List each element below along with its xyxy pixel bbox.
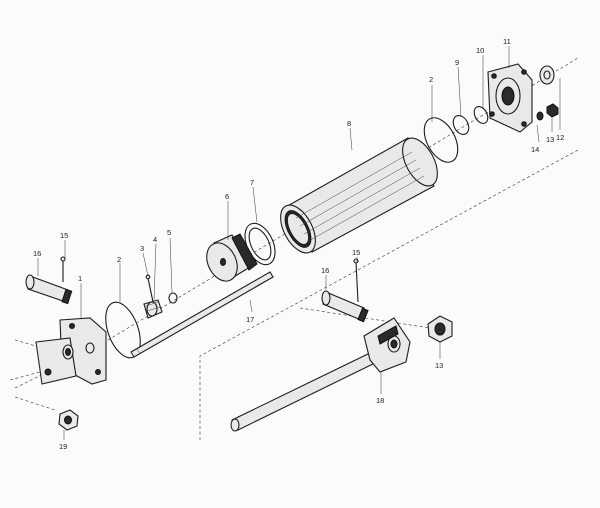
front-head-part-11 (487, 63, 533, 133)
pin-part-16-right (321, 290, 369, 323)
castle-nut-part-4 (143, 299, 163, 319)
callout-13-upper: 13 (546, 135, 554, 144)
callout-12: 12 (556, 133, 564, 142)
callout-15-left: 15 (60, 231, 68, 240)
callout-18: 18 (376, 396, 384, 405)
leader-lines (37, 46, 561, 440)
cylinder-barrel-part-8 (280, 137, 438, 254)
o-ring-part-2-right (423, 117, 459, 163)
callout-10: 10 (476, 46, 484, 55)
callout-14: 14 (531, 145, 539, 154)
piston-part-6 (206, 233, 258, 282)
callout-13-lower: 13 (435, 361, 443, 370)
o-ring-part-10 (473, 106, 489, 124)
nut-part-13-lower (427, 315, 453, 343)
split-pin-part-15-left (60, 256, 66, 282)
washer-part-14 (536, 111, 544, 121)
callout-2-left: 2 (117, 255, 121, 264)
split-pin-part-3 (145, 274, 154, 303)
piston-rod-part-18 (230, 317, 411, 432)
callout-3: 3 (140, 244, 144, 253)
nut-part-19 (58, 409, 79, 431)
o-ring-part-2-left (105, 301, 141, 359)
callout-5: 5 (167, 228, 171, 237)
tie-rod-part-17 (130, 271, 274, 358)
washer-part-12 (539, 65, 555, 85)
split-pin-part-15-right (353, 258, 359, 303)
rear-mount-part-1 (35, 317, 107, 385)
callout-16-right: 16 (321, 266, 329, 275)
callout-2-right: 2 (429, 75, 433, 84)
washer-part-5 (168, 292, 178, 304)
callout-7: 7 (250, 178, 254, 187)
callout-16-left: 16 (33, 249, 41, 258)
callout-15-right: 15 (352, 248, 360, 257)
callout-19: 19 (59, 442, 67, 451)
callout-9: 9 (455, 58, 459, 67)
callout-4: 4 (153, 235, 157, 244)
callout-11: 11 (503, 37, 511, 46)
piston-seal-part-7 (244, 222, 276, 266)
callout-1: 1 (78, 274, 82, 283)
callout-6: 6 (225, 192, 229, 201)
callout-8: 8 (347, 119, 351, 128)
callout-17: 17 (246, 315, 254, 324)
gland-seal-part-9 (452, 115, 470, 135)
pin-part-16-left (25, 274, 73, 305)
nut-part-13-upper (546, 103, 559, 118)
callout-labels: 1 2 3 4 5 6 7 8 2 9 10 11 12 13 14 15 16… (33, 37, 564, 451)
